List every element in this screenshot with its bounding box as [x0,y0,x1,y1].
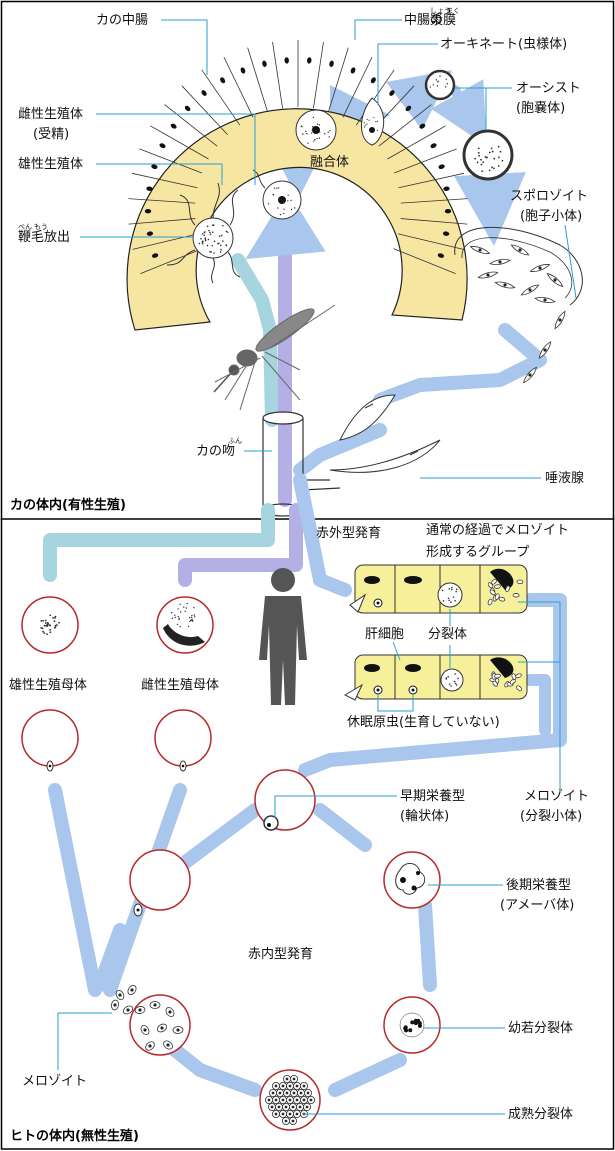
rbc-mature-schizont [259,1069,321,1131]
rbc-merozoite-release [111,985,191,1056]
label-sporozoite-sub: (胞子小体) [520,209,582,224]
zygote-cell [295,109,337,151]
ookinete-cell [361,97,385,146]
label-hypnozoite: 休眠原虫(生育していない) [347,714,500,730]
mosquito-flow-arrows [231,70,547,507]
label-late-trophozoite: 後期栄養型 [506,877,571,893]
liver-cells-lower [343,654,528,701]
label-zygote: 融合体 [310,155,349,170]
human-section-title: ヒトの体内(無性生殖) [10,1128,139,1144]
rbc-ring-center [154,709,212,772]
label-female-gamete: 雌性生殖体 [18,106,83,122]
label-mature-schizont: 成熟分裂体 [508,1106,573,1122]
label-male-gametocyte: 雄性生殖母体 [9,677,87,693]
label-midgut: カの中腸 [96,13,148,28]
mosquito-section-title: カの体内(有性生殖) [10,497,126,513]
label-oocyst-sub: (胞嚢体) [516,100,565,116]
mosquito-panel-frame [0,0,615,521]
label-late-trophozoite-sub: (アメーバ体) [500,898,574,913]
female-gametocyte-cell [156,596,214,654]
label-exflagellation: 鞭毛放出 [18,230,70,245]
label-erythrocytic: 赤内型発育 [248,946,313,962]
label-merozoite-right: メロゾイト [524,789,589,804]
mosquito-icon [213,304,336,411]
male-gametocyte-cell [21,596,79,654]
human-panel-frame [0,518,615,1150]
mosquito-labels: カの中腸 中腸の 漿膜 しょう まく オーキネート(虫様体) 雌性生殖体 (受精… [10,7,588,513]
rbc-young-schizont [383,996,441,1054]
rbc-ring-left [21,709,79,772]
label-normal-course-2: 形成するグループ [426,545,529,560]
label-female-gametocyte: 雌性生殖母体 [141,677,219,693]
sporozoite-release [454,226,583,384]
label-early-trophozoite-sub: (輪状体) [400,808,449,824]
ruby-mou: もう [34,223,48,231]
label-proboscis: カの吻 [196,444,235,459]
human-labels: 赤外型発育 通常の経過でメロゾイト 形成するグループ 肝細胞 分裂体 休眠原虫(… [9,523,589,1144]
label-schizont: 分裂体 [428,627,467,642]
exflagellation-cell [166,182,241,284]
oocyst-cell [462,129,514,181]
label-ookinete: オーキネート(虫様体) [440,37,567,52]
proboscis-tube [262,411,341,517]
label-hepatocyte: 肝細胞 [365,627,404,642]
ruby-fun: ふん [228,437,242,445]
rbc-late-trophozoite [383,851,441,909]
label-midgut-wall-prefix: 中腸の [404,13,443,28]
label-oocyst: オーシスト [516,81,581,96]
ruby-shou: しょう [430,7,451,15]
salivary-gland [329,394,441,473]
label-male-gamete: 雄性生殖体 [18,156,83,172]
ruby-maku: まく [446,7,460,15]
label-merozoite-right-sub: (分裂小体) [520,809,582,824]
early-oocyst-cell [424,69,456,101]
label-exo-erythrocytic: 赤外型発育 [316,525,381,541]
liver-cells-upper [349,564,528,614]
label-fertilized: (受精) [33,127,69,142]
label-midgut-wall-kanji: 漿膜 [430,13,456,28]
label-salivary-gland: 唾液腺 [545,471,584,486]
rbc-early-trophozoite [254,769,316,831]
human-figure-icon [259,568,307,705]
male-gamete-cell [252,169,302,220]
label-early-trophozoite: 早期栄養型 [400,788,465,804]
label-normal-course-1: 通常の経過でメロゾイト [426,523,569,538]
label-young-schizont: 幼若分裂体 [508,1020,573,1036]
ruby-ben: べん [18,223,32,231]
label-merozoite-left: メロゾイト [22,1074,87,1089]
label-sporozoite: スポロゾイト [510,189,588,204]
rbc-invaded [129,849,191,917]
